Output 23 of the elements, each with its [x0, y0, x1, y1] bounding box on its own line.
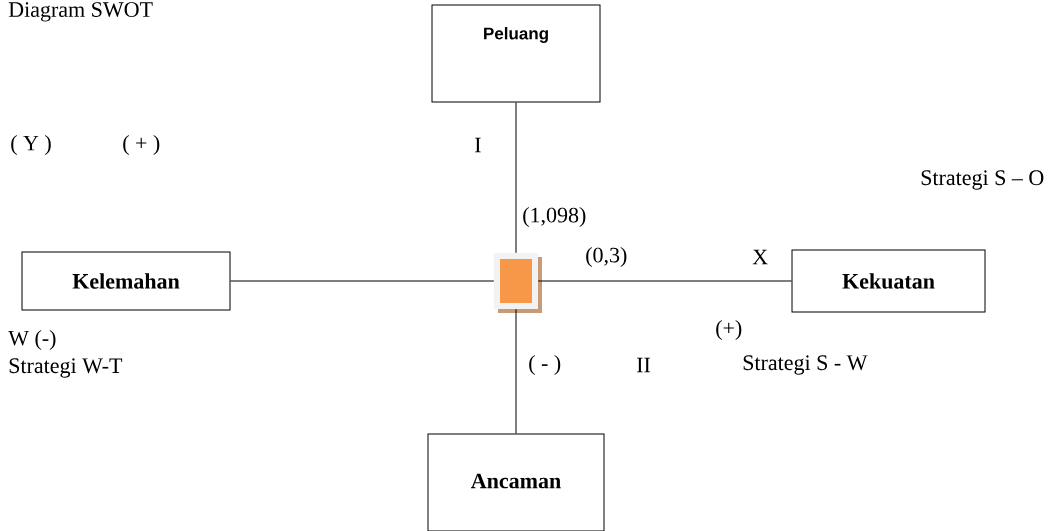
square-marker: [494, 253, 542, 313]
text-label: Strategi W-T: [9, 358, 123, 378]
text-label: (1,098): [523, 207, 586, 227]
text-label: Strategi S - W: [743, 355, 868, 375]
text-label: W (-): [8, 330, 56, 350]
label-box: Kelemahan: [21, 251, 231, 311]
title: Diagram SWOT: [8, 2, 153, 22]
text-label: ( - ): [529, 355, 561, 375]
text-label: (+): [716, 320, 742, 340]
text-label: II: [637, 357, 651, 373]
text-label: ( Y ): [11, 135, 51, 155]
text-label: Strategi S – O: [921, 170, 1044, 190]
axis-line: [515, 308, 517, 434]
label-box: Peluang: [431, 4, 601, 103]
text-label: (0,3): [586, 247, 627, 267]
axis-line: [515, 102, 517, 254]
label-box: Ancaman: [427, 433, 605, 531]
axis-line: [537, 280, 792, 282]
text-label: ( + ): [123, 135, 160, 155]
text-label: I: [475, 137, 481, 153]
label-box: Kekuatan: [791, 249, 986, 313]
text-label: X: [752, 249, 768, 265]
axis-line: [230, 280, 495, 282]
